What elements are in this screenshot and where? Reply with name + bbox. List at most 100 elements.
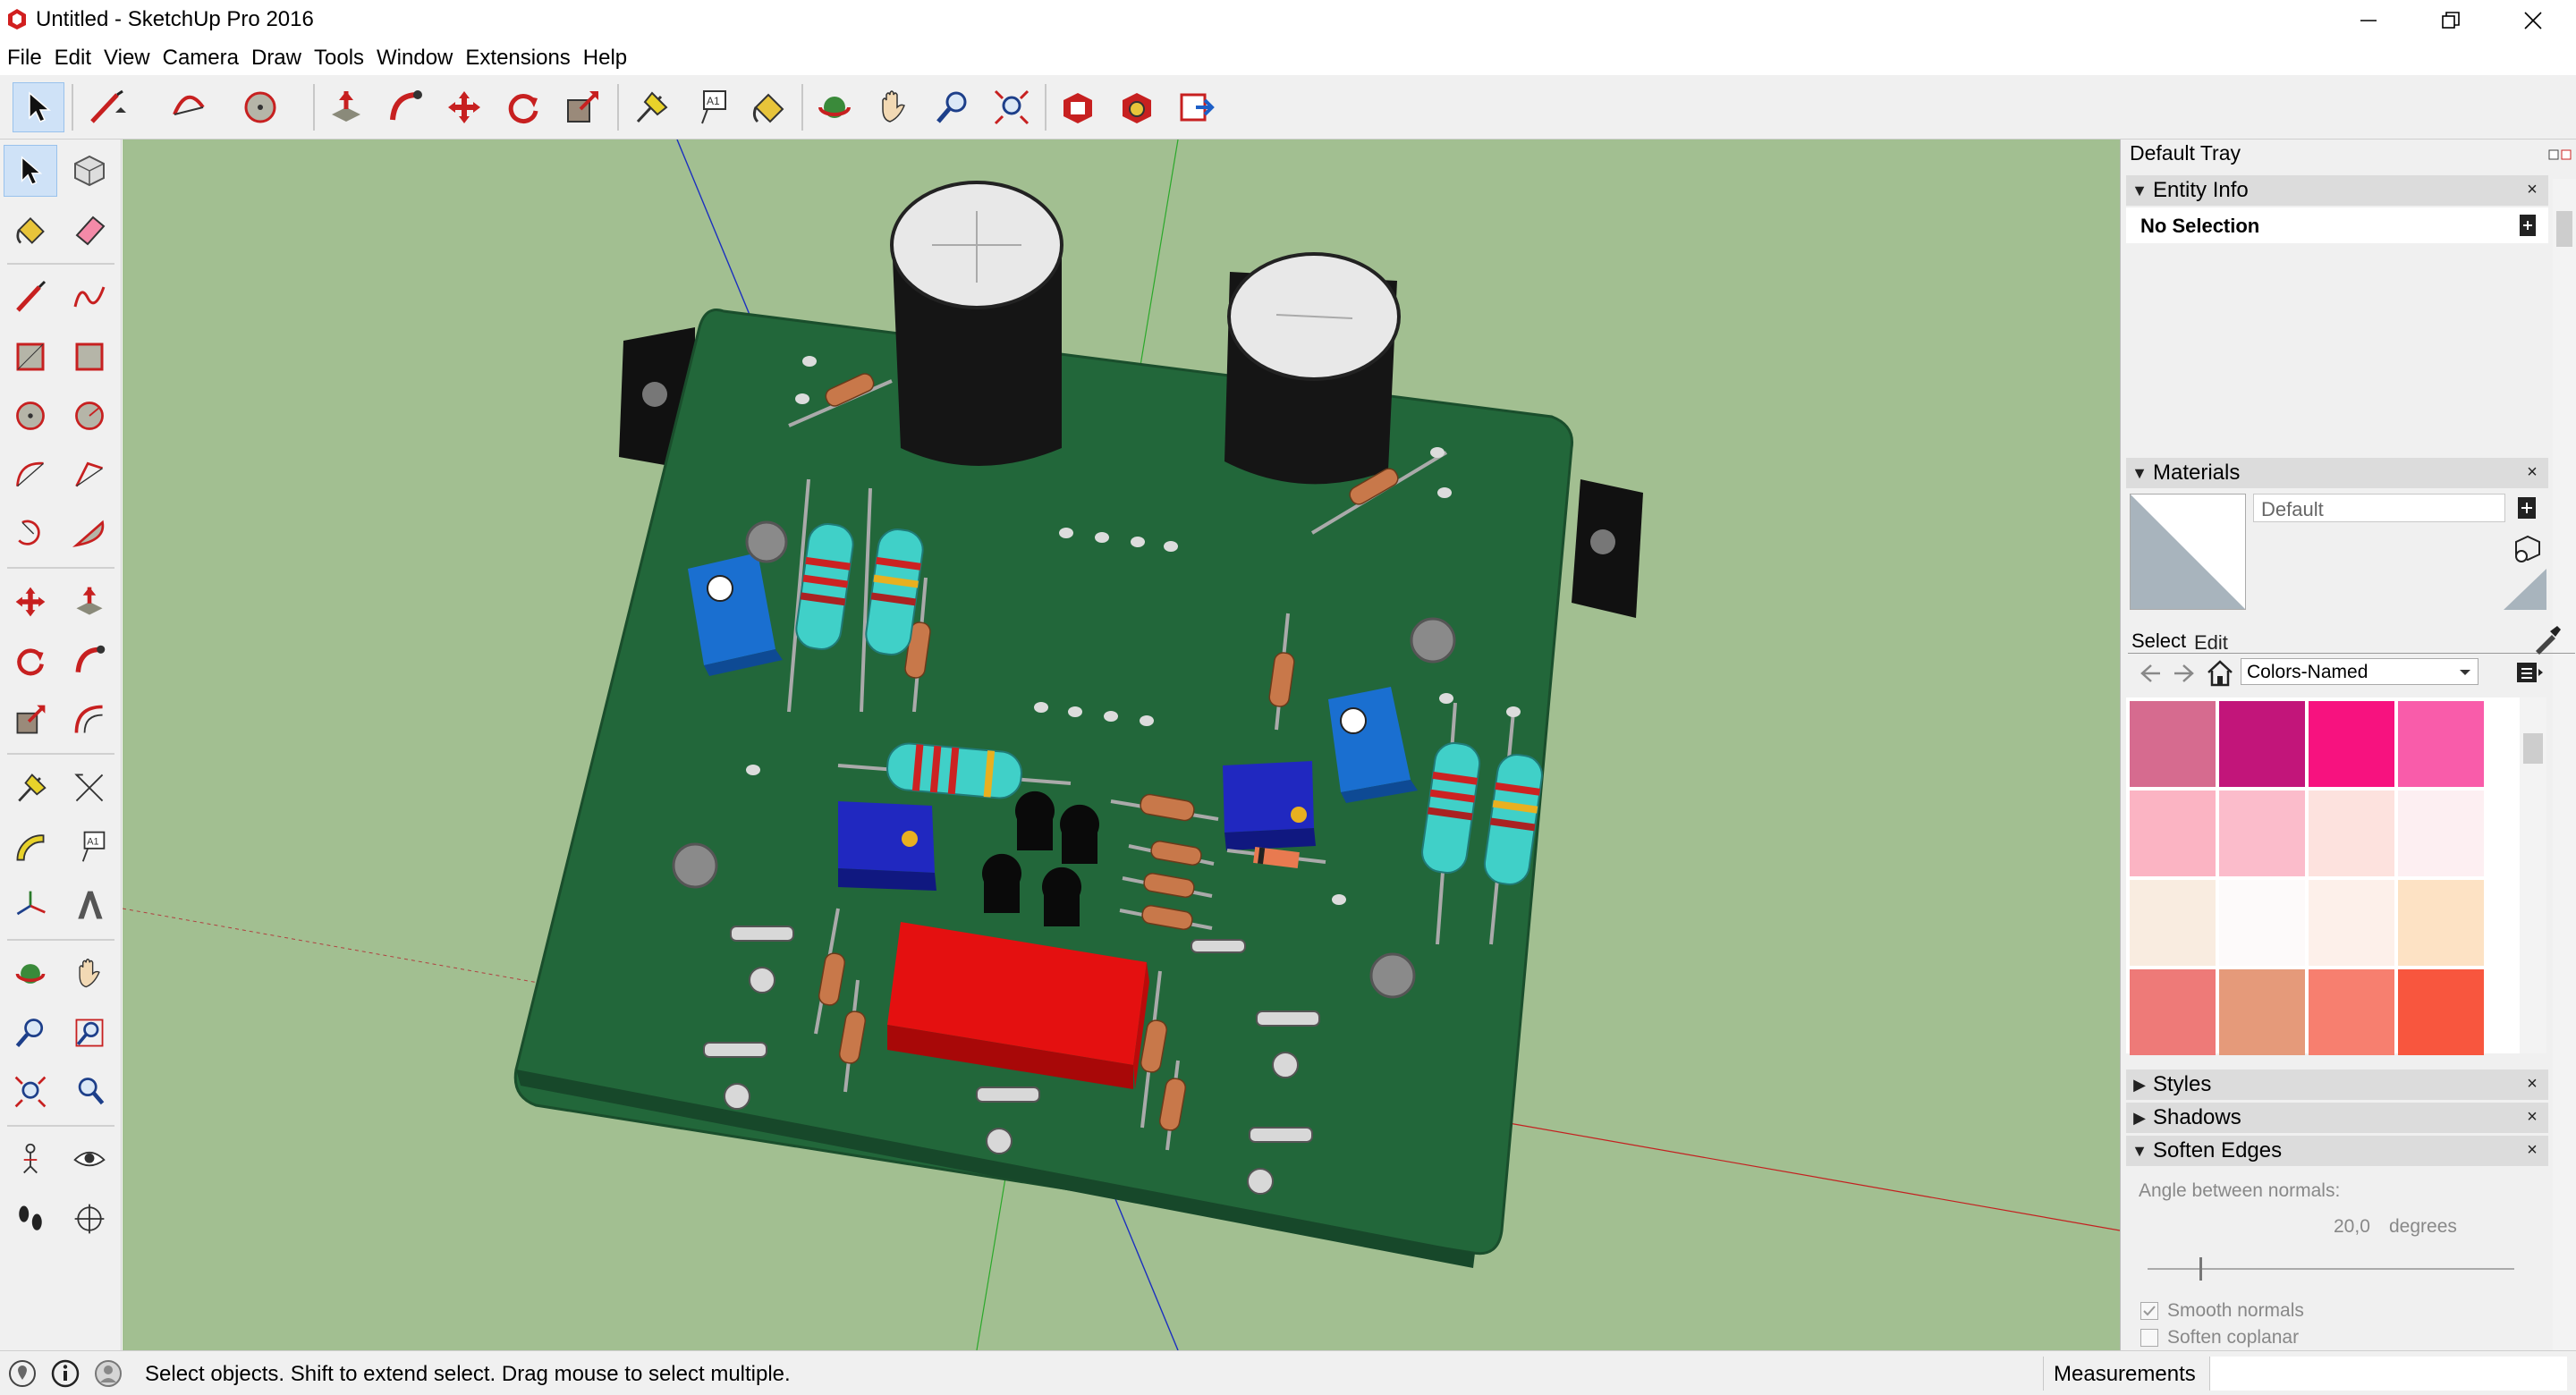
tape-measure-tool-button[interactable] [624,82,676,132]
material-swatch[interactable] [2309,880,2394,966]
materials-header[interactable]: ▼ Materials × [2126,458,2548,488]
polygon-tool[interactable] [63,390,116,442]
axes-tool[interactable] [4,880,57,932]
styles-header[interactable]: ▶ Styles × [2126,1070,2548,1100]
pie-tool[interactable] [63,508,116,560]
look-around-tool[interactable] [63,1134,116,1186]
line-tool-button[interactable] [80,82,132,132]
material-library-select[interactable]: Colors-Named [2241,658,2479,685]
material-swatch[interactable] [2309,701,2394,787]
angle-slider-handle[interactable] [2199,1257,2202,1281]
protractor-tool[interactable] [4,821,57,873]
menu-tools[interactable]: Tools [314,46,365,70]
rotate-tool-button[interactable] [497,82,549,132]
close-icon[interactable]: × [2527,180,2538,199]
sample-paint-icon[interactable] [2532,624,2563,655]
create-material-icon[interactable] [2516,495,2539,520]
3d-text-tool[interactable] [63,880,116,932]
material-swatch[interactable] [2219,701,2305,787]
material-swatch[interactable] [2130,969,2216,1055]
follow-me-tool-button[interactable] [379,82,431,132]
model-viewport[interactable] [123,140,2120,1350]
material-name-field[interactable]: Default [2253,494,2505,522]
close-icon[interactable]: × [2527,462,2538,482]
push-pull-tool[interactable] [63,576,116,628]
zoom-extents-tool[interactable] [4,1066,57,1118]
make-component-tool[interactable] [63,145,116,197]
tab-edit[interactable]: Edit [2194,631,2228,654]
paint-bucket-tool[interactable] [4,204,57,256]
send-to-layout-button[interactable] [1170,82,1222,132]
zoom-extents-tool-button[interactable] [986,82,1038,132]
text-tool-button[interactable]: A1 [683,82,735,132]
circle-tool-button[interactable] [236,82,288,132]
material-swatch[interactable] [2398,969,2484,1055]
material-swatch[interactable] [2130,701,2216,787]
move-tool[interactable] [4,576,57,628]
minimize-button[interactable] [2327,0,2410,41]
follow-me-tool[interactable] [63,635,116,687]
material-swatch[interactable] [2130,790,2216,876]
geo-location-icon[interactable] [7,1358,38,1389]
menu-view[interactable]: View [104,46,150,70]
info-icon[interactable] [50,1358,80,1389]
material-swatch[interactable] [2309,969,2394,1055]
close-icon[interactable]: × [2527,1140,2538,1160]
zoom-tool-button[interactable] [927,82,979,132]
tab-select[interactable]: Select [2131,630,2187,652]
angle-slider-track[interactable] [2148,1268,2514,1270]
zoom-tool[interactable] [4,1007,57,1059]
menu-extensions[interactable]: Extensions [465,46,571,70]
soften-edges-header[interactable]: ▼ Soften Edges × [2126,1136,2548,1166]
rotate-tool[interactable] [4,635,57,687]
push-pull-tool-button[interactable] [320,82,372,132]
scale-tool[interactable] [4,694,57,746]
material-swatch[interactable] [2219,969,2305,1055]
material-swatch[interactable] [2130,880,2216,966]
select-tool[interactable] [4,145,57,197]
zoom-window-tool[interactable] [63,1007,116,1059]
soften-coplanar-checkbox[interactable] [2140,1329,2158,1347]
material-swatch[interactable] [2398,880,2484,966]
orbit-tool-button[interactable] [809,82,860,132]
walk-tool[interactable] [4,1193,57,1245]
eraser-tool[interactable] [63,204,116,256]
menu-draw[interactable]: Draw [250,46,301,70]
orbit-tool[interactable] [4,948,57,1000]
circle-tool[interactable] [4,390,57,442]
arc-tool-button[interactable] [163,82,215,132]
select-tool-button[interactable] [13,82,64,132]
scale-tool-button[interactable] [556,82,608,132]
close-button[interactable] [2492,0,2574,41]
tray-scrollbar[interactable] [2553,179,2576,1350]
shadows-header[interactable]: ▶ Shadows × [2126,1103,2548,1133]
measurements-input[interactable] [2209,1357,2567,1391]
tray-pin-close-icons[interactable] [2548,148,2572,161]
menu-help[interactable]: Help [582,46,628,70]
home-icon[interactable] [2205,658,2235,689]
forward-arrow-icon[interactable] [2171,660,2198,687]
close-icon[interactable]: × [2527,1074,2538,1094]
pan-tool-button[interactable] [868,82,919,132]
menu-file[interactable]: File [7,46,42,70]
restore-button[interactable] [2410,0,2492,41]
text-tool[interactable]: A1 [63,821,116,873]
smooth-normals-checkbox[interactable] [2140,1302,2158,1320]
arc-tool[interactable] [4,449,57,501]
three-point-arc-tool[interactable] [4,508,57,560]
material-swatch[interactable] [2309,790,2394,876]
3d-warehouse-button[interactable] [1052,82,1104,132]
material-swatch[interactable] [2398,701,2484,787]
section-plane-tool[interactable] [63,1193,116,1245]
paint-bucket-tool-button[interactable] [742,82,794,132]
material-swatch[interactable] [2219,880,2305,966]
tape-measure-tool[interactable] [4,762,57,814]
pan-tool[interactable] [63,948,116,1000]
freehand-tool[interactable] [63,272,116,324]
offset-tool[interactable] [63,694,116,746]
line-tool[interactable] [4,272,57,324]
entity-info-header[interactable]: ▼ Entity Info × [2126,175,2548,206]
details-menu-icon[interactable] [2514,658,2545,687]
previous-view-tool[interactable] [63,1066,116,1118]
close-icon[interactable]: × [2527,1107,2538,1127]
